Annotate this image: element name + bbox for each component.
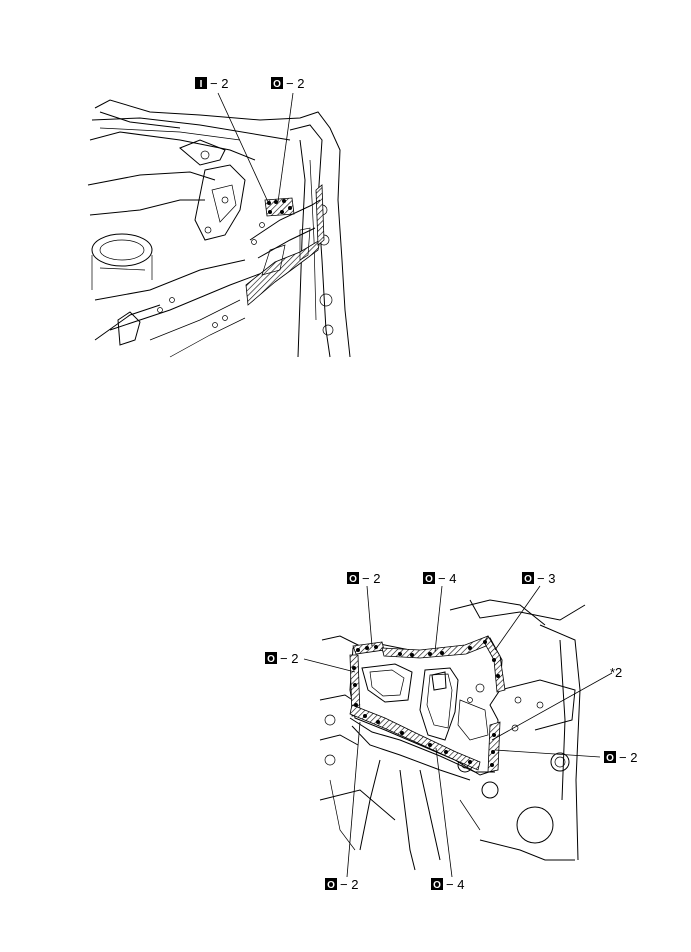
top-view-illustration xyxy=(87,92,351,358)
inner-symbol: I xyxy=(200,79,203,90)
part-label-callout: *2 xyxy=(610,665,622,680)
outer-symbol: O xyxy=(267,654,275,665)
callout-label: − 2 xyxy=(280,651,298,666)
outer-symbol: O xyxy=(524,574,532,585)
callout-label: − 4 xyxy=(446,877,464,892)
outer-symbol: O xyxy=(273,79,281,90)
outer-symbol: O xyxy=(349,574,357,585)
callout-label: − 2 xyxy=(362,571,380,586)
outer-symbol: O xyxy=(606,753,614,764)
bottom-view-illustration xyxy=(303,585,613,878)
callout-right: O − 2 xyxy=(604,750,637,765)
callout-top-middle: O − 4 xyxy=(423,571,456,586)
callout-top-left: O − 2 xyxy=(347,571,380,586)
callout-bottom-left: O − 2 xyxy=(325,877,358,892)
callout-label: − 4 xyxy=(438,571,456,586)
callout-label: − 2 xyxy=(619,750,637,765)
top-callout-inner-label: − 2 xyxy=(210,76,228,91)
callout-label: − 3 xyxy=(537,571,555,586)
top-callout-inner: I − 2 xyxy=(195,76,228,91)
outer-symbol: O xyxy=(425,574,433,585)
callout-left: O − 2 xyxy=(265,651,298,666)
callout-bottom-right: O − 4 xyxy=(431,877,464,892)
callout-label: − 2 xyxy=(340,877,358,892)
outer-symbol: O xyxy=(327,880,335,891)
top-callout-outer: O − 2 xyxy=(271,76,304,91)
part-label: *2 xyxy=(610,665,622,680)
callout-top-right: O − 3 xyxy=(522,571,555,586)
top-callout-outer-label: − 2 xyxy=(286,76,304,91)
outer-symbol: O xyxy=(433,880,441,891)
